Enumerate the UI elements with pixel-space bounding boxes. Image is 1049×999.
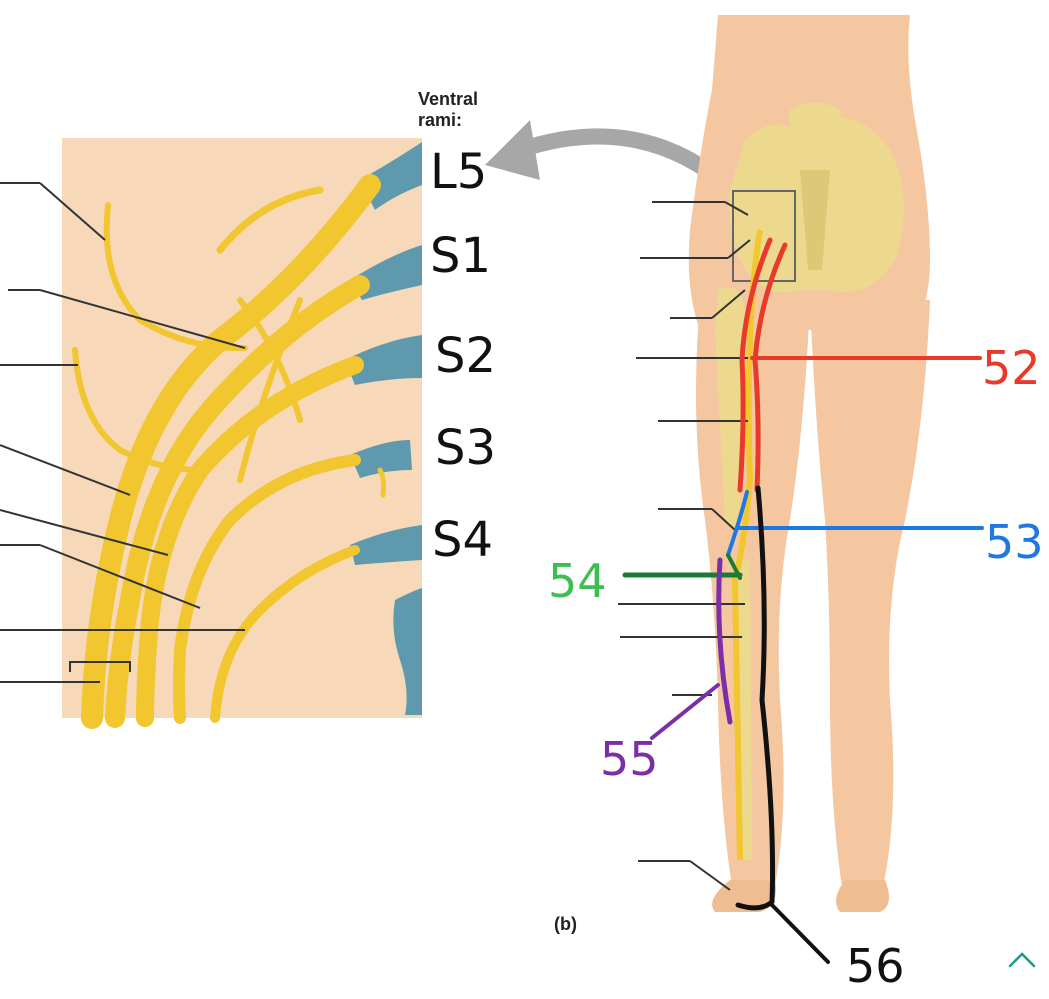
annotation-numbers: 52 53 54 55 56 bbox=[548, 341, 1044, 993]
right-leg bbox=[810, 300, 930, 905]
root-label-s1: S1 bbox=[430, 228, 491, 284]
left-leg bbox=[696, 300, 810, 905]
right-foot bbox=[836, 880, 889, 912]
annotation-strokes bbox=[622, 237, 984, 964]
arrow-to-inset bbox=[485, 120, 738, 196]
annotation-55-path bbox=[716, 557, 733, 725]
body-figure bbox=[688, 15, 930, 912]
annotation-53-label: 53 bbox=[985, 515, 1044, 569]
inset-panel bbox=[0, 138, 422, 729]
ventral-rami-line2: rami: bbox=[418, 110, 462, 130]
leader-lines-left bbox=[0, 182, 246, 683]
femur bbox=[715, 287, 745, 530]
annotation-54-label: 54 bbox=[548, 554, 607, 608]
root-label-s2: S2 bbox=[435, 328, 496, 384]
annotation-56-label: 56 bbox=[846, 939, 905, 993]
root-label-s4: S4 bbox=[432, 512, 493, 568]
nerve-bundle bbox=[72, 174, 387, 729]
root-label-l5: L5 bbox=[430, 144, 487, 200]
annotation-53-path bbox=[726, 490, 749, 557]
inset-region-box bbox=[732, 190, 796, 282]
root-labels: L5 S1 S2 S3 S4 bbox=[430, 144, 496, 568]
annotation-55-label: 55 bbox=[600, 732, 659, 786]
annotation-56-path bbox=[735, 485, 776, 911]
lumbar-vertebra bbox=[790, 102, 845, 145]
annotation-52-label: 52 bbox=[982, 341, 1041, 395]
annotation-52-path bbox=[737, 237, 773, 493]
chevron-up-icon[interactable] bbox=[1002, 940, 1042, 972]
ventral-rami-line1: Ventral bbox=[418, 89, 478, 109]
panel-label: (b) bbox=[554, 914, 577, 934]
root-stubs bbox=[345, 142, 422, 715]
root-label-s3: S3 bbox=[435, 420, 496, 476]
sacrum bbox=[800, 170, 830, 270]
